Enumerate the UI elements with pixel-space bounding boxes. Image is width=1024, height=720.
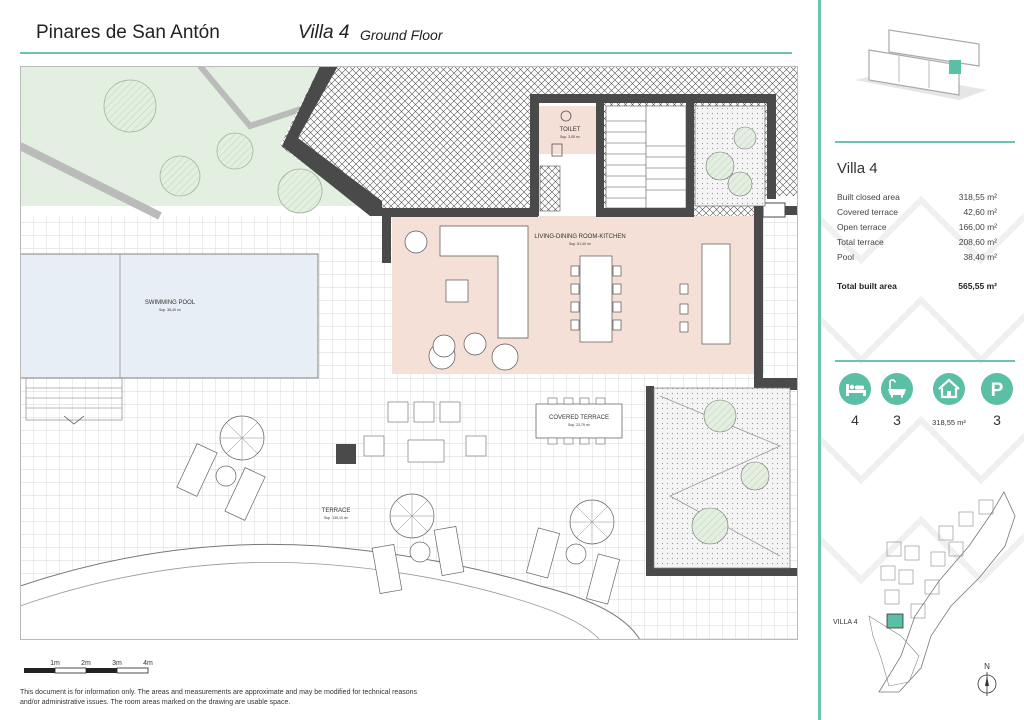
covered-terrace-table: [535, 403, 623, 439]
svg-text:P: P: [991, 380, 1004, 401]
total-area-row: Total built area 565,55 m²: [837, 281, 997, 296]
toilet-area: Sup. 3,05 m²: [560, 135, 581, 139]
bedrooms-feature: 4: [835, 372, 875, 428]
staircase: [605, 105, 687, 209]
north-label: N: [984, 662, 990, 671]
terrace-label: TERRACE: [322, 508, 351, 514]
area-value: 166,00 m²: [958, 222, 997, 232]
bathrooms-count: 3: [893, 412, 901, 428]
area-value: 38,40 m²: [963, 252, 997, 262]
floor-title: Ground Floor: [360, 27, 443, 43]
floor-plan-drawing: TOILET Sup. 3,05 m² LIVING-DINING ROOM-K…: [20, 66, 798, 640]
area-label: Open terrace: [837, 222, 887, 232]
area-label: Covered terrace: [837, 207, 898, 217]
bedrooms-count: 4: [851, 412, 859, 428]
scale-label-4: 4m: [143, 660, 153, 667]
villa-4-marker: [886, 613, 904, 629]
disclaimer-text: This document is for information only. T…: [20, 689, 417, 706]
villa-logo-icon: [855, 29, 987, 100]
area-row: Covered terrace 42,60 m²: [837, 207, 997, 222]
site-location-map: [868, 491, 1016, 693]
house-icon: [933, 373, 965, 405]
bathtub-icon: [881, 373, 913, 405]
area-row: Total terrace 208,60 m²: [837, 237, 997, 252]
swimming-pool: [20, 253, 319, 379]
area-row: Pool 38,40 m²: [837, 252, 997, 267]
page-header: Pinares de San Antón Villa 4 Ground Floo…: [0, 0, 818, 56]
scale-bar: 1m 2m 3m 4m: [20, 656, 160, 676]
parking-feature: P 3: [977, 372, 1017, 428]
header-divider: [20, 52, 792, 54]
pool-area: Sup. 38,40 m²: [159, 308, 182, 312]
info-panel: Villa 4 Built closed area 318,55 m² Cover…: [818, 0, 1024, 720]
pool-steps: [25, 377, 123, 421]
area-row: Built closed area 318,55 m²: [837, 192, 997, 207]
living-room-label: LIVING-DINING ROOM-KITCHEN: [534, 234, 625, 240]
living-room-area: Sup. 61,40 m²: [569, 242, 592, 246]
floor-plan: TOILET Sup. 3,05 m² LIVING-DINING ROOM-K…: [20, 66, 798, 640]
covered-terrace-area: Sup. 23,75 m²: [568, 423, 591, 427]
panel-divider-top: [835, 141, 1015, 143]
scale-bar-graphic: 1m 2m 3m 4m: [24, 660, 153, 674]
area-label: Pool: [837, 252, 855, 262]
panel-villa-title: Villa 4: [837, 160, 878, 177]
scale-label-2: 2m: [81, 660, 91, 667]
map-villa-label: VILLA 4: [833, 619, 858, 626]
north-arrow-icon: N: [977, 662, 997, 696]
area-label: Total terrace: [837, 237, 884, 247]
scale-label-1: 1m: [50, 660, 60, 667]
built-area-value: 318,55 m²: [932, 418, 966, 427]
parking-count: 3: [993, 412, 1001, 428]
area-value: 318,55 m²: [958, 192, 997, 202]
parking-icon: P: [981, 373, 1013, 405]
panel-divider-middle: [835, 360, 1015, 362]
total-area-label: Total built area: [837, 281, 897, 291]
terrace-area: Sup. 135,10 m²: [324, 516, 349, 520]
area-table: Built closed area 318,55 m² Covered terra…: [837, 192, 997, 296]
lawn-area: [20, 543, 641, 640]
area-value: 42,60 m²: [963, 207, 997, 217]
area-row: Open terrace 166,00 m²: [837, 222, 997, 237]
bed-icon: [839, 373, 871, 405]
total-area-value: 565,55 m²: [958, 281, 997, 291]
area-value: 208,60 m²: [958, 237, 997, 247]
scale-label-3: 3m: [112, 660, 122, 667]
bathrooms-feature: 3: [877, 372, 917, 428]
project-title: Pinares de San Antón: [36, 22, 220, 43]
panel-background-pattern: [821, 195, 1024, 585]
covered-terrace-label: COVERED TERRACE: [549, 415, 609, 421]
area-label: Built closed area: [837, 192, 900, 202]
toilet-label: TOILET: [560, 127, 581, 133]
villa-title: Villa 4: [298, 22, 350, 43]
built-area-feature: 318,55 m²: [923, 372, 975, 427]
pool-label: SWIMMING POOL: [145, 300, 196, 306]
living-furniture: [404, 225, 731, 371]
feature-icons: 4 3 318,55 m² P: [835, 372, 1019, 432]
